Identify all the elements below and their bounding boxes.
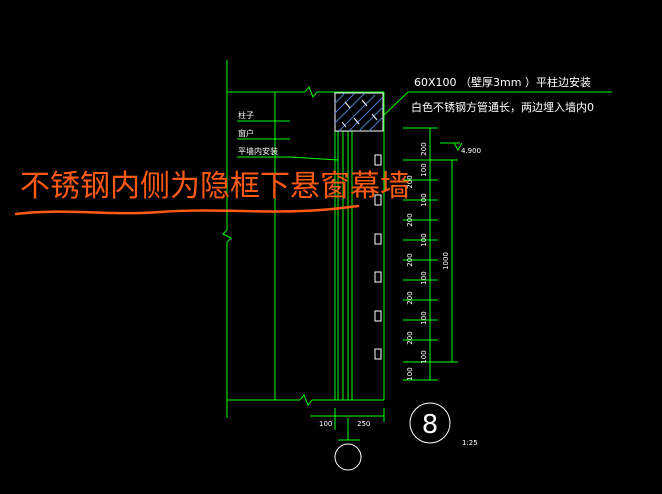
dim-200-a: 200 bbox=[420, 142, 428, 155]
detail-marker: 8 1:25 bbox=[409, 402, 478, 447]
level-value: 4.900 bbox=[461, 147, 481, 155]
label-leaders bbox=[237, 120, 339, 161]
dim-100-a: 100 bbox=[420, 163, 428, 176]
dimension-chain bbox=[403, 127, 458, 381]
dim-100-e: 100 bbox=[420, 311, 428, 324]
callout-line-2: 白色不锈钢方管通长，两边埋入墙内0 bbox=[411, 100, 594, 114]
dim-200-c: 200 bbox=[406, 213, 414, 226]
callout-leader bbox=[383, 91, 612, 116]
detail-number: 8 bbox=[422, 410, 439, 440]
bottom-break-line bbox=[227, 394, 384, 406]
bottom-dimensions bbox=[310, 408, 385, 441]
dim-100-f: 100 bbox=[420, 350, 428, 363]
dim-100-bottom: 100 bbox=[406, 367, 414, 380]
top-break-line bbox=[227, 86, 384, 98]
steel-tube-section bbox=[334, 92, 384, 132]
dim-total: 1000 bbox=[442, 252, 450, 270]
annotation-text: 不锈钢内侧为隐框下悬窗幕墙 bbox=[20, 169, 410, 204]
dim-200-b: 200 bbox=[406, 175, 414, 188]
label-column: 柱子 bbox=[238, 110, 254, 120]
dimension-labels: 200 100 200 100 200 100 200 100 200 100 … bbox=[406, 142, 450, 380]
anchor-marks bbox=[374, 154, 382, 360]
dim-100-d: 100 bbox=[420, 271, 428, 284]
wall-lines bbox=[222, 60, 385, 418]
dim-100-b: 100 bbox=[420, 193, 428, 206]
detail-scale: 1:25 bbox=[462, 439, 478, 447]
label-window: 窗户 bbox=[238, 128, 254, 138]
label-wall-mount: 平墙内安装 bbox=[238, 146, 278, 156]
dim-bottom-width: 250 bbox=[357, 420, 370, 428]
dim-200-f: 200 bbox=[406, 331, 414, 344]
grid-axis-bubble bbox=[334, 443, 362, 471]
dim-200-e: 200 bbox=[406, 291, 414, 304]
callout-line-1: 60X100 （壁厚3mm ）平柱边安装 bbox=[414, 75, 591, 89]
dim-bottom-left: 100 bbox=[319, 420, 332, 428]
dim-100-c: 100 bbox=[420, 233, 428, 246]
annotation-underline bbox=[14, 204, 360, 216]
dim-200-d: 200 bbox=[406, 253, 414, 266]
level-marker bbox=[440, 142, 463, 152]
